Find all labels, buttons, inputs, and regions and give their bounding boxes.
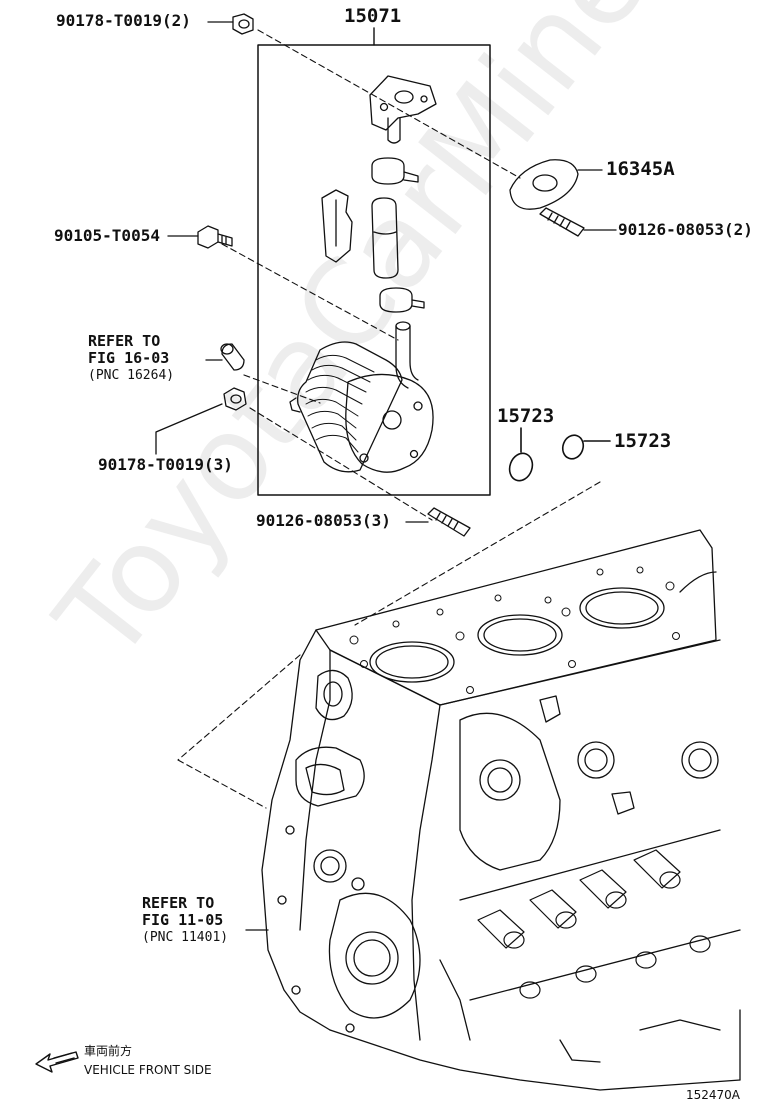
front-arrow-icon bbox=[35, 1051, 79, 1073]
refer-line1: REFER TO bbox=[88, 332, 161, 350]
nut-mid bbox=[155, 387, 247, 455]
water-hose bbox=[371, 197, 399, 279]
front-label-jp: 車両前方 bbox=[84, 1044, 133, 1058]
label-16345a[interactable]: 16345A bbox=[606, 158, 675, 180]
label-15723-right[interactable]: 15723 bbox=[614, 430, 672, 452]
refer-pnc: (PNC 11401) bbox=[142, 930, 229, 945]
refer-line2: FIG 11-05 bbox=[142, 911, 224, 929]
refer-line1: REFER TO bbox=[142, 894, 215, 912]
label-90178-top[interactable]: 90178-T0019(2) bbox=[56, 11, 191, 30]
o-ring-left bbox=[508, 427, 534, 482]
label-15071[interactable]: 15071 bbox=[344, 5, 402, 27]
flange-upper bbox=[369, 75, 437, 144]
refer-fig-16-03[interactable]: REFER TO FIG 16-03 (PNC 16264) bbox=[88, 333, 174, 384]
illustration-id: 152470A bbox=[686, 1088, 741, 1102]
hose-bracket bbox=[321, 189, 353, 263]
refer-fig-11-05[interactable]: REFER TO FIG 11-05 (PNC 11401) bbox=[142, 895, 228, 946]
bolt-90105 bbox=[167, 225, 233, 249]
label-90126-bottom[interactable]: 90126-08053(3) bbox=[256, 511, 391, 530]
gasket-16345a bbox=[509, 159, 603, 210]
label-90105[interactable]: 90105-T0054 bbox=[54, 226, 160, 245]
engine-block bbox=[245, 529, 741, 1091]
refer-line2: FIG 16-03 bbox=[88, 349, 170, 367]
label-15723-left[interactable]: 15723 bbox=[497, 405, 555, 427]
hose-clamp-lower bbox=[379, 287, 425, 313]
hose-clamp-upper bbox=[371, 157, 419, 185]
nut-top bbox=[207, 13, 254, 35]
stud-top bbox=[539, 207, 617, 237]
pipe-fig16 bbox=[205, 343, 245, 371]
stud-bottom bbox=[405, 507, 471, 537]
o-ring-right bbox=[561, 434, 611, 460]
dashed-guides bbox=[177, 29, 601, 809]
front-label-en: VEHICLE FRONT SIDE bbox=[84, 1063, 212, 1077]
label-90126-top[interactable]: 90126-08053(2) bbox=[618, 220, 753, 239]
label-90178-mid[interactable]: 90178-T0019(3) bbox=[98, 455, 233, 474]
oil-cooler bbox=[289, 321, 434, 473]
refer-pnc: (PNC 16264) bbox=[88, 368, 175, 383]
